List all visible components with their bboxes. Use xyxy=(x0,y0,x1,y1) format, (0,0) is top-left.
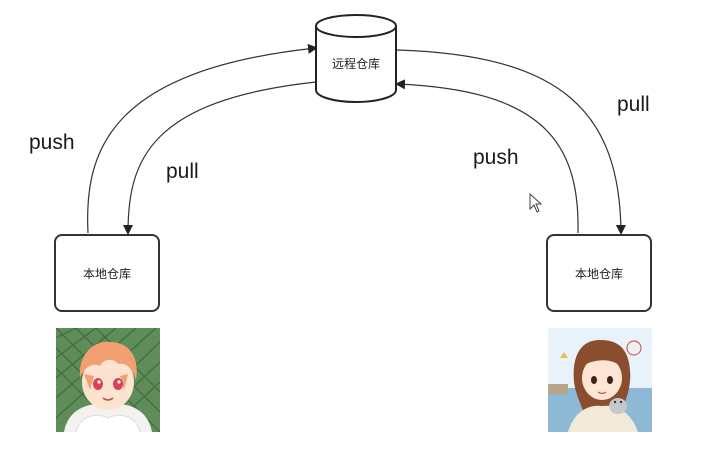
local-repo-left: 本地仓库 xyxy=(54,234,160,312)
right-pull-label: pull xyxy=(617,93,650,116)
right-pull-arrow xyxy=(396,49,626,235)
boy-anime-avatar xyxy=(56,328,160,432)
remote-repo-cylinder-icon xyxy=(315,14,397,103)
left-pull-label: pull xyxy=(166,160,199,183)
local-repo-left-label: 本地仓库 xyxy=(82,266,131,281)
right-push-arrow xyxy=(395,79,579,234)
mouse-pointer-icon xyxy=(529,192,543,213)
remote-repo-label: 远程仓库 xyxy=(331,57,380,71)
local-repo-right-label: 本地仓库 xyxy=(574,266,623,281)
left-push-arrow xyxy=(87,43,318,234)
girl-anime-avatar xyxy=(548,328,652,432)
local-repo-right: 本地仓库 xyxy=(546,234,652,312)
right-push-label: push xyxy=(473,146,519,169)
left-pull-arrow xyxy=(123,81,317,235)
left-push-label: push xyxy=(29,131,75,154)
